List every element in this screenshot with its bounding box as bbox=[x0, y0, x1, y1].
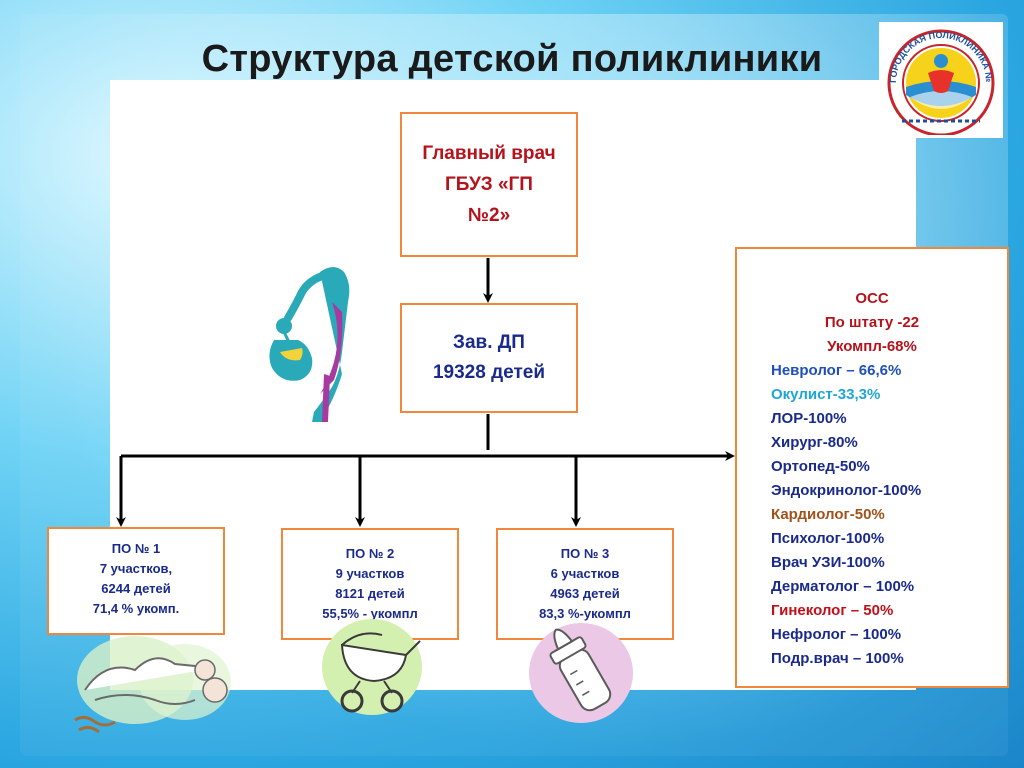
head-of-department-box: Зав. ДП 19328 детей bbox=[400, 303, 578, 413]
specialist-item: Ортопед-50% bbox=[771, 458, 870, 475]
specialist-item: Подр.врач – 100% bbox=[771, 650, 904, 667]
po-2-line-3: 8121 детей bbox=[335, 586, 405, 601]
specialist-item: Невролог – 66,6% bbox=[771, 362, 902, 379]
po-2-line-4: 55,5% - укомпл bbox=[322, 606, 418, 621]
stork-icon bbox=[269, 267, 350, 422]
specialist-item: ЛОР-100% bbox=[771, 410, 847, 427]
oss-header: ОСС По штату -22 Укомпл-68% bbox=[737, 287, 1007, 359]
specialist-item: Дерматолог – 100% bbox=[771, 578, 915, 595]
chief-line-3: №2» bbox=[467, 205, 511, 226]
po-3-line-3: 4963 детей bbox=[550, 586, 620, 601]
po-1-line-2: 7 участков, bbox=[99, 561, 173, 576]
oss-staffing: Укомпл-68% bbox=[827, 338, 917, 355]
po-3-line-4: 83,3 %-укомпл bbox=[539, 606, 631, 621]
po-1-box: ПО № 1 7 участков, 6244 детей 71,4 % уко… bbox=[47, 527, 225, 635]
chief-doctor-box: Главный врач ГБУЗ «ГП №2» bbox=[400, 112, 578, 257]
specialist-item: Врач УЗИ-100% bbox=[771, 554, 885, 571]
po-3-line-1: ПО № 3 bbox=[560, 546, 610, 561]
specialist-item: Кардиолог-50% bbox=[771, 506, 885, 523]
page-title: Структура детской поликлиники bbox=[201, 38, 823, 80]
zav-line-1: Зав. ДП bbox=[453, 332, 525, 353]
po-1-line-3: 6244 детей bbox=[101, 581, 171, 596]
specialist-item: Гинеколог – 50% bbox=[771, 602, 894, 619]
po-1-line-4: 71,4 % укомп. bbox=[92, 601, 180, 616]
oss-title: ОСС bbox=[855, 290, 889, 307]
specialist-item: Эндокринолог-100% bbox=[771, 482, 922, 499]
baby-bottle-icon bbox=[529, 623, 633, 723]
clinic-logo-icon: ГОРОДСКАЯ ПОЛИКЛИНИКА №2 bbox=[882, 25, 995, 135]
storks-with-baby-icon bbox=[74, 636, 231, 734]
specialist-list: Невролог – 66,6% Окулист-33,3% ЛОР-100% Хир… bbox=[771, 359, 1007, 671]
po-2-line-2: 9 участков bbox=[335, 566, 405, 581]
specialist-item: Нефролог – 100% bbox=[771, 626, 902, 643]
specialist-item: Хирург-80% bbox=[771, 434, 858, 451]
oss-staff: По штату -22 bbox=[824, 314, 920, 331]
oss-box: ОСС По штату -22 Укомпл-68% Невролог – 6… bbox=[735, 247, 1009, 688]
po-2-line-1: ПО № 2 bbox=[345, 546, 395, 561]
chief-line-2: ГБУЗ «ГП bbox=[445, 174, 533, 195]
zav-line-2: 19328 детей bbox=[432, 362, 546, 383]
clinic-logo: ГОРОДСКАЯ ПОЛИКЛИНИКА №2 bbox=[879, 22, 1003, 138]
specialist-item: Психолог-100% bbox=[771, 530, 885, 547]
po-1-line-1: ПО № 1 bbox=[111, 541, 161, 556]
baby-carriage-icon bbox=[322, 619, 422, 715]
po-3-line-2: 6 участков bbox=[550, 566, 620, 581]
chief-line-1: Главный врач bbox=[422, 143, 556, 164]
specialist-item: Окулист-33,3% bbox=[771, 386, 881, 403]
